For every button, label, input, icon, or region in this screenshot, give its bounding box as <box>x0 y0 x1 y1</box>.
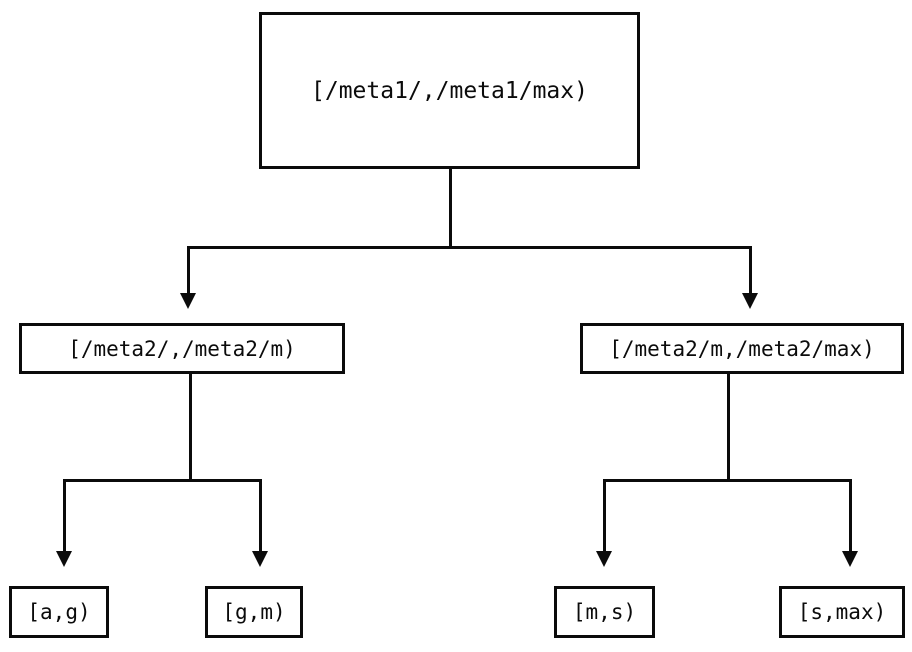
edge-root-to-mid-left <box>187 246 190 300</box>
node-leaf-s-max[interactable]: [s,max) <box>779 586 905 638</box>
edge-root-to-mid-right <box>749 246 752 300</box>
node-mid-left[interactable]: [/meta2/,/meta2/m) <box>19 323 345 374</box>
node-leaf-s-max-label: [s,max) <box>797 600 887 624</box>
node-mid-right-label: [/meta2/m,/meta2/max) <box>609 336 875 361</box>
arrowhead-to-leaf-m-s <box>596 551 612 567</box>
node-mid-left-label: [/meta2/,/meta2/m) <box>68 336 296 361</box>
node-leaf-g-m-label: [g,m) <box>222 600 286 624</box>
edge-mid-right-horizontal-bar <box>603 479 852 482</box>
arrowhead-to-mid-right <box>742 293 758 309</box>
edge-mid-left-horizontal-bar <box>63 479 262 482</box>
node-root-label: [/meta1/,/meta1/max) <box>311 77 588 104</box>
node-mid-right[interactable]: [/meta2/m,/meta2/max) <box>580 323 904 374</box>
node-leaf-m-s[interactable]: [m,s) <box>554 586 655 638</box>
edge-root-horizontal-bar <box>187 246 752 249</box>
arrowhead-to-leaf-s-max <box>842 551 858 567</box>
node-leaf-a-g[interactable]: [a,g) <box>9 586 109 638</box>
node-leaf-a-g-label: [a,g) <box>27 600 91 624</box>
node-root[interactable]: [/meta1/,/meta1/max) <box>259 12 640 169</box>
edge-mid-right-stem <box>727 374 730 482</box>
edge-mid-right-to-leaf-m-s <box>603 479 606 551</box>
arrowhead-to-leaf-g-m <box>252 551 268 567</box>
edge-root-stem <box>449 169 452 248</box>
arrowhead-to-leaf-a-g <box>56 551 72 567</box>
edge-mid-left-stem <box>189 374 192 482</box>
node-leaf-g-m[interactable]: [g,m) <box>205 586 303 638</box>
node-leaf-m-s-label: [m,s) <box>572 600 637 624</box>
arrowhead-to-mid-left <box>180 293 196 309</box>
edge-mid-left-to-leaf-a-g <box>63 479 66 551</box>
edge-mid-right-to-leaf-s-max <box>849 479 852 551</box>
edge-mid-left-to-leaf-g-m <box>259 479 262 551</box>
